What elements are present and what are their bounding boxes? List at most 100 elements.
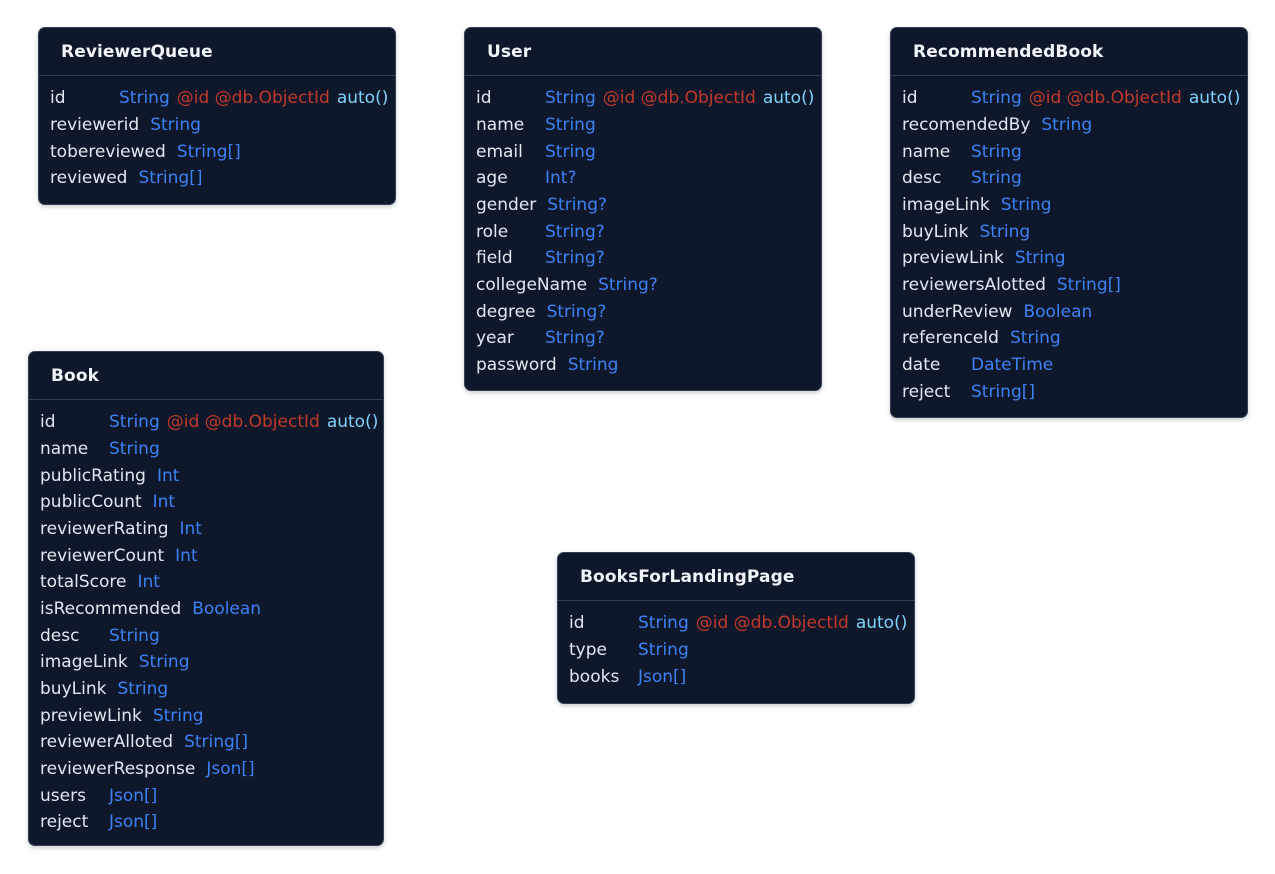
field-attribute: @id @db.ObjectId — [695, 613, 849, 634]
field-name: year — [476, 328, 514, 349]
field-type: String — [638, 613, 689, 634]
field-name: isRecommended — [40, 598, 182, 619]
field-type: String — [971, 168, 1022, 189]
field-type: String[] — [176, 141, 241, 162]
model-header: RecommendedBook — [891, 28, 1247, 76]
field-name: underReview — [902, 301, 1013, 322]
field-name: age — [476, 168, 508, 189]
model-header: BooksForLandingPage — [558, 553, 914, 601]
field-name: previewLink — [40, 705, 142, 726]
field-type: Json[] — [109, 812, 158, 833]
field-name: gender — [476, 194, 537, 215]
field-attribute: @id @db.ObjectId — [1028, 88, 1182, 109]
model-card-booksforlandingpage[interactable]: BooksForLandingPage id String @id @db.Obje… — [557, 552, 915, 704]
field-type: String? — [545, 248, 605, 269]
field-type: String — [545, 114, 596, 135]
field-type: Json[] — [638, 666, 687, 687]
field-type: String? — [545, 221, 605, 242]
field-type: Int — [179, 518, 202, 539]
field-type: String[] — [184, 732, 249, 753]
field-name: id — [902, 88, 918, 109]
field-name: reviewed — [50, 168, 128, 189]
model-title: ReviewerQueue — [61, 41, 213, 62]
field-type: String — [545, 141, 596, 162]
field-row: desc String — [40, 622, 383, 649]
field-type: String — [971, 141, 1022, 162]
field-attribute: @id @db.ObjectId — [166, 412, 320, 433]
field-name: tobereviewed — [50, 141, 166, 162]
field-name: reviewerRating — [40, 518, 169, 539]
field-default: auto() — [855, 613, 908, 634]
field-name: publicRating — [40, 465, 146, 486]
field-name: reviewerAlloted — [40, 732, 174, 753]
field-type: Json[] — [109, 785, 158, 806]
field-name: reviewerid — [50, 114, 140, 135]
field-name: password — [476, 354, 557, 375]
field-row: reviewerCount Int — [40, 542, 383, 569]
field-name: buyLink — [902, 221, 969, 242]
field-name: totalScore — [40, 572, 127, 593]
field-name: desc — [40, 625, 80, 646]
field-row: id String @id @db.ObjectId auto() — [569, 610, 914, 637]
field-row: name String — [902, 138, 1247, 165]
field-type: Int? — [545, 168, 577, 189]
field-row: age Int? — [476, 165, 821, 192]
field-type: String — [979, 221, 1031, 242]
field-name: books — [569, 666, 620, 687]
model-header: ReviewerQueue — [39, 28, 395, 76]
field-name: reviewersAlotted — [902, 274, 1046, 295]
field-row: desc String — [902, 165, 1247, 192]
field-row: name String — [476, 112, 821, 139]
field-name: name — [476, 114, 525, 135]
field-type: String? — [598, 274, 658, 295]
field-type: String — [1009, 328, 1061, 349]
field-name: field — [476, 248, 513, 269]
field-name: id — [40, 412, 56, 433]
field-type: String — [152, 705, 204, 726]
field-type: String — [119, 88, 170, 109]
field-name: reviewerCount — [40, 545, 165, 566]
field-row: previewLink String — [40, 702, 383, 729]
field-name: desc — [902, 168, 942, 189]
field-name: degree — [476, 301, 536, 322]
field-type: Json[] — [206, 758, 255, 779]
field-type: String — [109, 438, 160, 459]
field-type: Int — [152, 492, 176, 513]
field-name: email — [476, 141, 523, 162]
field-name: id — [569, 613, 585, 634]
field-name: date — [902, 354, 941, 375]
model-title: RecommendedBook — [913, 41, 1104, 62]
field-type: String — [1041, 114, 1093, 135]
field-name: name — [902, 141, 951, 162]
field-name: reject — [40, 812, 89, 833]
field-name: id — [50, 88, 66, 109]
field-type: String — [545, 88, 596, 109]
field-type: Int — [175, 545, 198, 566]
field-type: String — [109, 625, 160, 646]
